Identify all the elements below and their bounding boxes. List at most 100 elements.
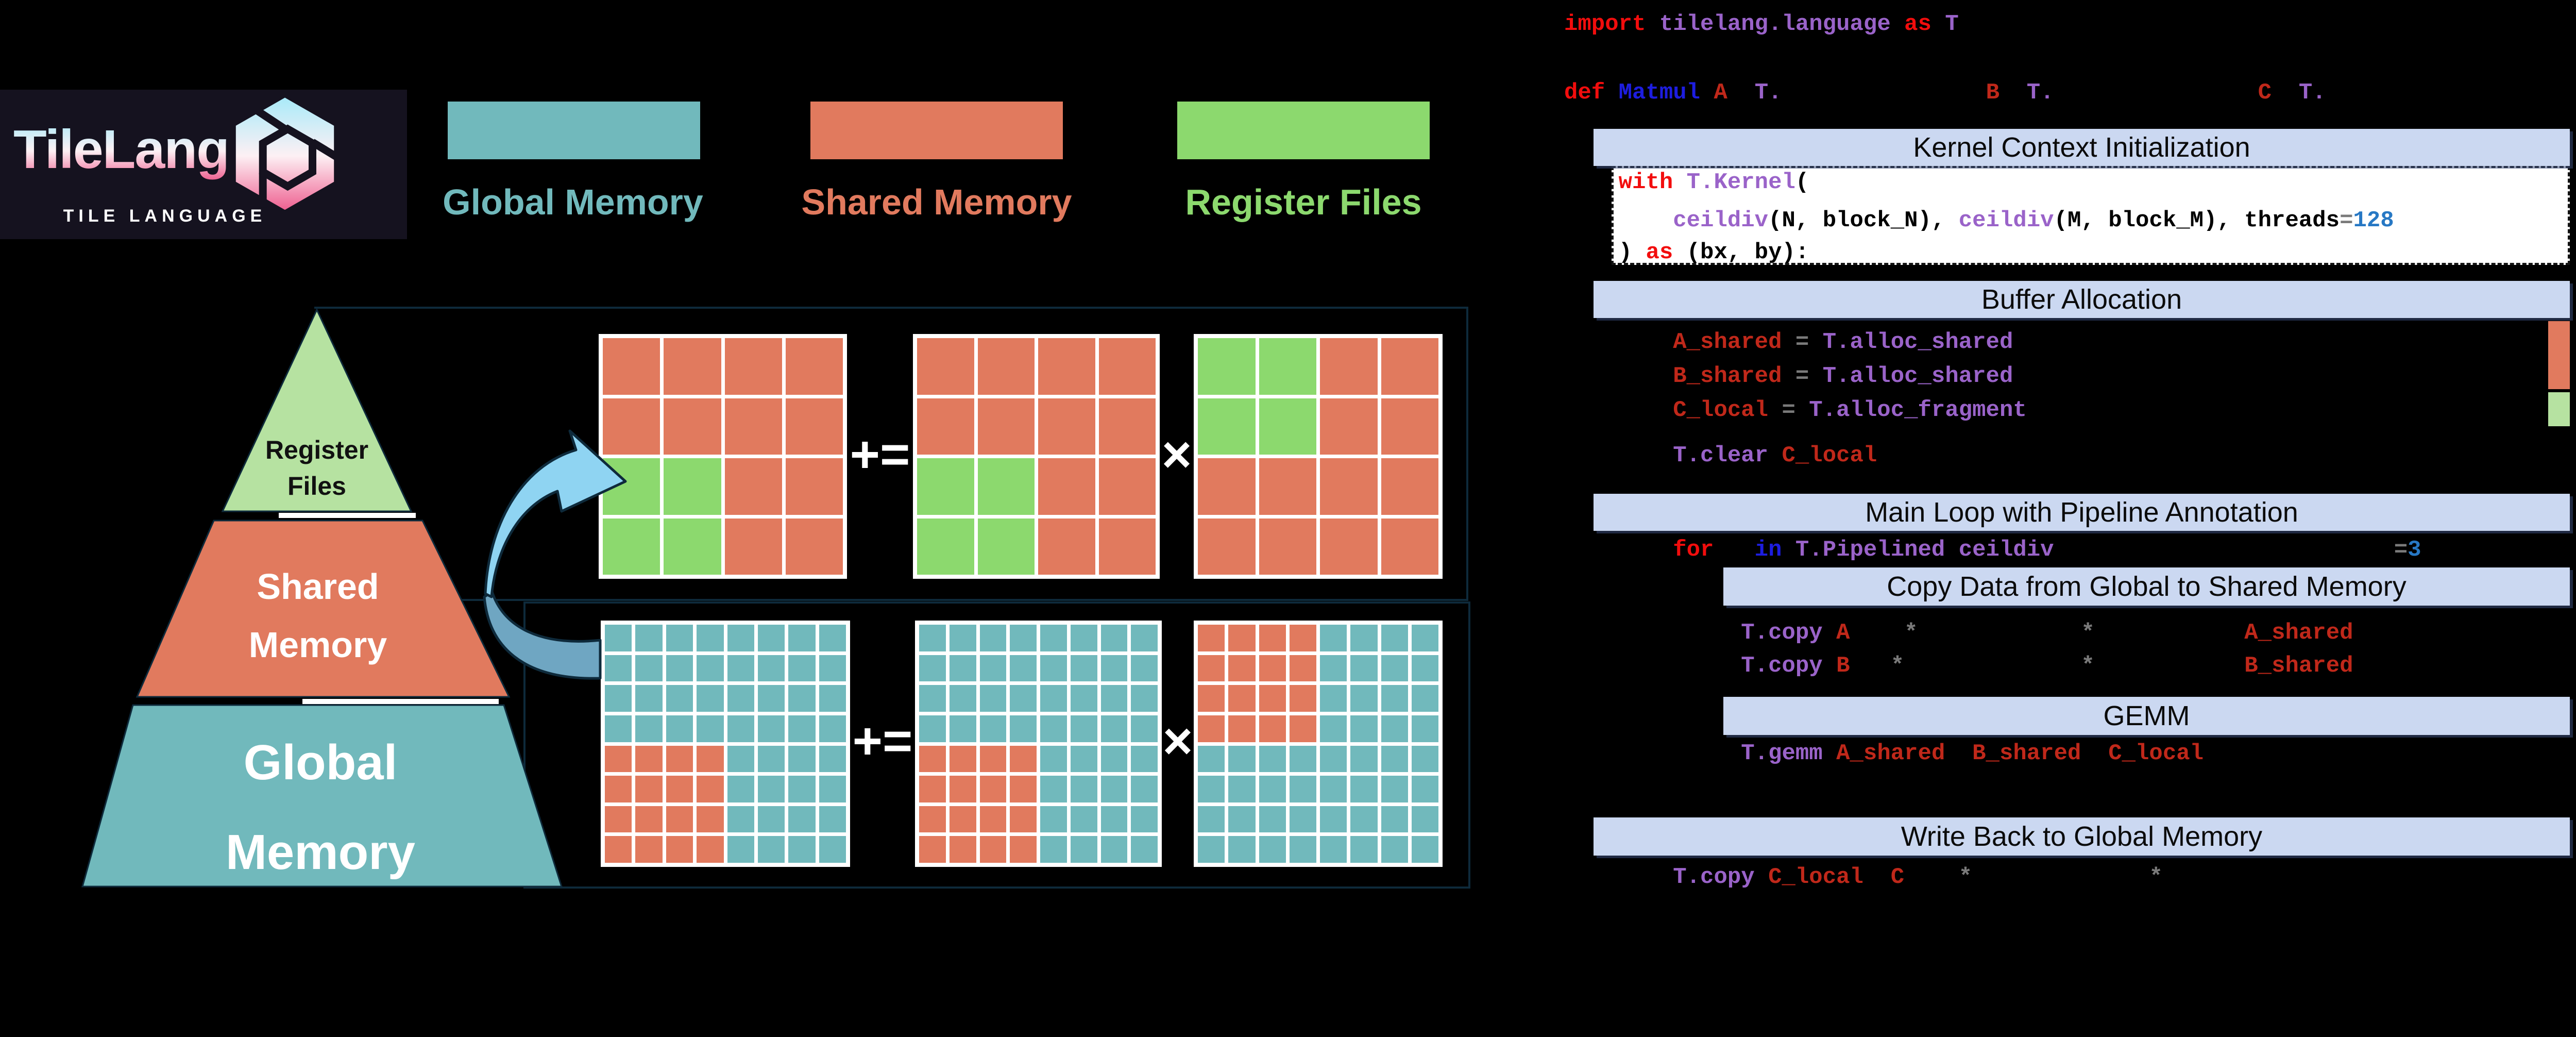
- grid-cell: [1411, 776, 1438, 802]
- grid-cell: [1228, 625, 1256, 651]
- grid-cell: [664, 518, 721, 575]
- grid-cell: [727, 776, 754, 802]
- code-token: (: [1822, 741, 1837, 766]
- grid-cell: [757, 685, 785, 712]
- code-token: (K, block_K), num_stages: [2054, 537, 2394, 563]
- grid-cell: [1198, 338, 1256, 395]
- code-token: C_local: [1768, 864, 1863, 890]
- code-token: A_shared: [1673, 329, 1795, 355]
- grid-cell: [977, 398, 1035, 455]
- grid-cell: [1198, 806, 1225, 833]
- grid-cell: [757, 625, 785, 651]
- grid-cell: [949, 655, 976, 682]
- code-token: block_M, bx: [1972, 864, 2149, 890]
- code-token: ): [1564, 240, 1646, 265]
- grid-cell: [919, 745, 946, 773]
- grid-cell: [1198, 518, 1256, 575]
- code-token: C: [1890, 864, 1905, 890]
- grid-cell: [1038, 398, 1095, 455]
- code-line: B_shared = T.alloc_shared((block_K, bloc…: [1564, 362, 2380, 391]
- grid-cell: [788, 776, 816, 802]
- grid-cell: [819, 806, 846, 833]
- code-token: [by: [1904, 864, 1959, 890]
- code-token: with: [1618, 170, 1687, 195]
- grid-cell: [1038, 518, 1095, 575]
- grid-cell: [666, 655, 693, 682]
- code-line: T.copy(C_local, C[by * block_M, bx * blo…: [1564, 863, 2299, 892]
- grid-cell: [819, 776, 846, 802]
- code-token: :: [2272, 80, 2299, 106]
- grid-cell: [788, 715, 816, 742]
- grid-cell: [819, 745, 846, 773]
- grid-cell: [1259, 685, 1286, 712]
- code-token: *: [1958, 864, 1973, 890]
- code-token: Buffer (M, N ):: [2326, 80, 2530, 106]
- grid-cell: [1320, 745, 1347, 773]
- grid-cell: [697, 745, 724, 773]
- code-token: (: [1945, 537, 1959, 563]
- grid-cell: [1289, 806, 1316, 833]
- c-fragment-grid: [599, 334, 847, 579]
- section-header: Buffer Allocation: [1594, 281, 2570, 318]
- code-token: *: [1890, 653, 1905, 679]
- code-token: block_N]): [2162, 864, 2299, 890]
- grid-cell: [919, 836, 946, 863]
- logo-subtitle: TILE LANGUAGE: [63, 206, 267, 226]
- grid-cell: [919, 625, 946, 651]
- code-token: =: [2340, 208, 2353, 233]
- grid-cell: [1289, 836, 1316, 863]
- grid-cell: [1350, 625, 1378, 651]
- grid-cell: [785, 398, 843, 455]
- grid-cell: [1289, 745, 1316, 773]
- grid-cell: [1289, 715, 1316, 742]
- grid-cell: [635, 715, 663, 742]
- grid-cell: [1010, 806, 1037, 833]
- grid-cell: [1289, 685, 1316, 712]
- grid-cell: [727, 715, 754, 742]
- code-token: T.alloc_fragment: [1809, 397, 2027, 423]
- grid-cell: [1131, 776, 1158, 802]
- grid-cell: [1320, 625, 1347, 651]
- grid-cell: [1131, 685, 1158, 712]
- grid-cell: [788, 836, 816, 863]
- code-line: ceildiv(N, block_N), ceildiv(M, block_M)…: [1564, 206, 2394, 235]
- grid-cell: [1350, 836, 1378, 863]
- code-token: =: [1795, 329, 1823, 355]
- grid-cell: [788, 745, 816, 773]
- code-token: *: [1904, 620, 1918, 646]
- grid-cell: [1070, 685, 1097, 712]
- code-token: [1564, 208, 1673, 233]
- code-token: *: [2081, 620, 2095, 646]
- grid-cell: [1198, 745, 1225, 773]
- grid-cell: [949, 836, 976, 863]
- grid-cell: [1070, 806, 1097, 833]
- grid-cell: [1040, 745, 1067, 773]
- grid-cell: [603, 518, 660, 575]
- code-token: T.: [1754, 80, 1782, 106]
- grid-cell: [949, 776, 976, 802]
- grid-cell: [1228, 806, 1256, 833]
- grid-cell: [697, 776, 724, 802]
- code-token: [1564, 741, 1741, 766]
- grid-cell: [1381, 715, 1408, 742]
- grid-cell: [977, 458, 1035, 515]
- svg-text:Memory: Memory: [249, 625, 387, 665]
- grid-cell: [1259, 338, 1316, 395]
- code-token: 128: [2353, 208, 2394, 233]
- svg-text:Memory: Memory: [226, 825, 415, 880]
- code-token: ): [1877, 443, 1891, 469]
- grid-cell: [785, 338, 843, 395]
- grid-cell: [1198, 398, 1256, 455]
- grid-cell: [1320, 806, 1347, 833]
- grid-cell: [1038, 458, 1095, 515]
- grid-cell: [1381, 806, 1408, 833]
- tilelang-cube-icon: [233, 96, 340, 213]
- grid-cell: [757, 806, 785, 833]
- grid-cell: [1100, 745, 1128, 773]
- grid-cell: [949, 715, 976, 742]
- grid-cell: [1228, 836, 1256, 863]
- grid-cell: [603, 338, 660, 395]
- code-token: [k: [1850, 653, 1891, 679]
- grid-cell: [724, 338, 782, 395]
- logo-panel: TileLang TILE LANGUAGE: [0, 90, 407, 239]
